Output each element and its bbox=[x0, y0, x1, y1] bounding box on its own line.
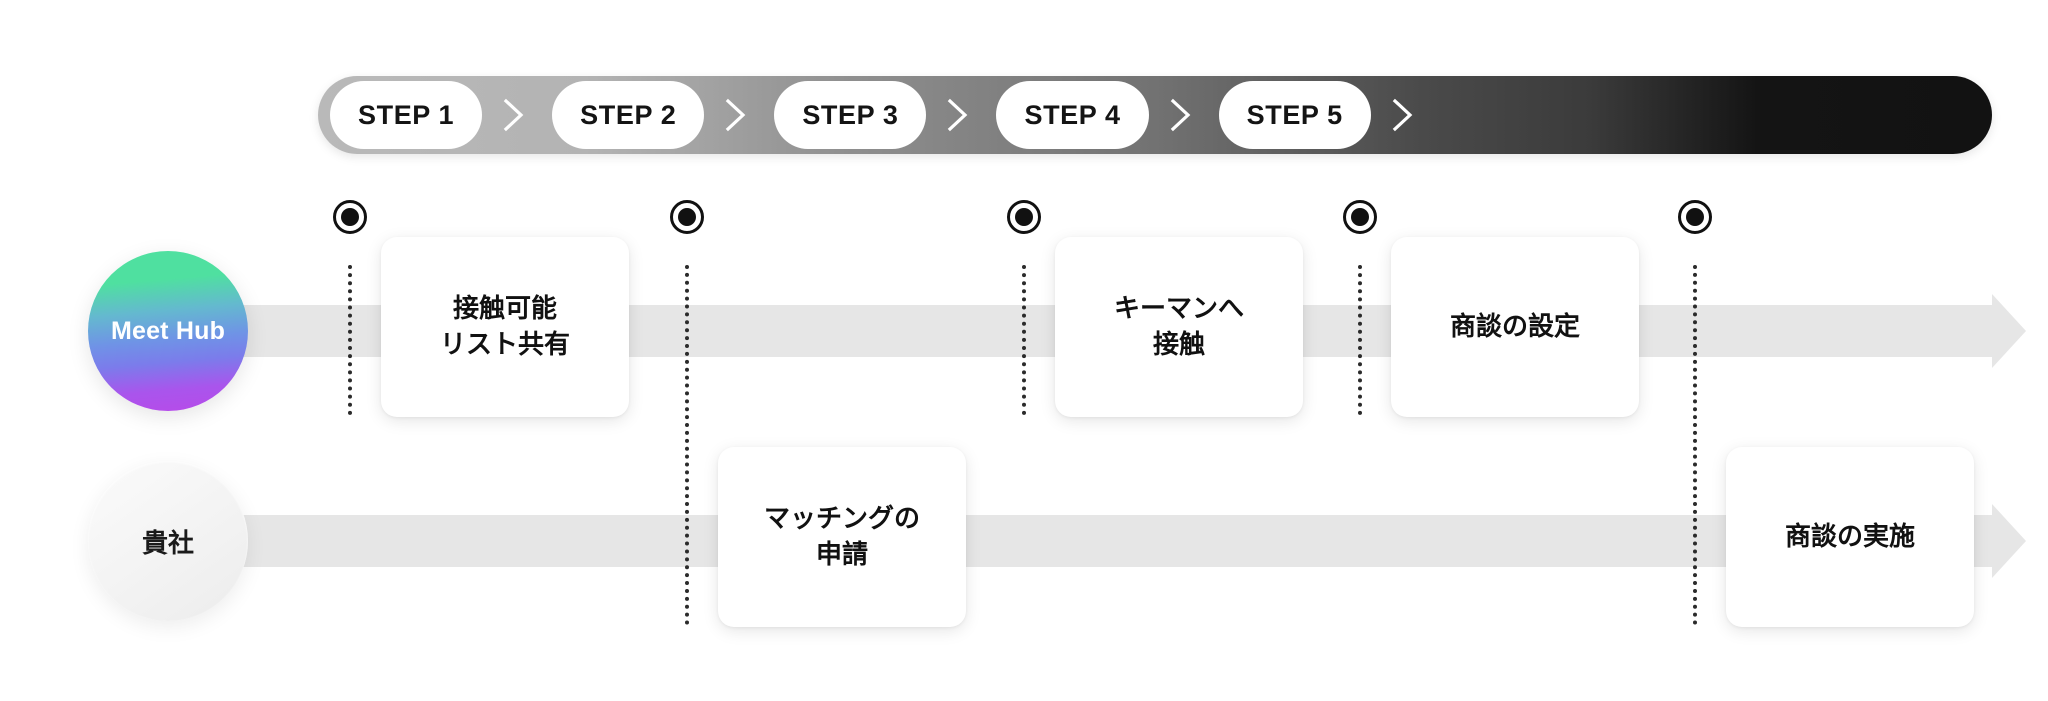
step-label-5: STEP 5 bbox=[1246, 99, 1343, 130]
card-text: 接触可能 リスト共有 bbox=[439, 293, 570, 359]
connector-line-step-2 bbox=[685, 265, 689, 625]
role-badge-meet-hub: Meet Hub bbox=[88, 251, 248, 411]
step-marker-2 bbox=[670, 200, 704, 234]
step-pill-2[interactable]: STEP 2 bbox=[558, 87, 699, 143]
role-badge-client: 貴社 bbox=[88, 461, 248, 621]
step-pill-3[interactable]: STEP 3 bbox=[780, 87, 921, 143]
step-pill-1[interactable]: STEP 1 bbox=[336, 87, 477, 143]
step-pill-wrap-2[interactable]: STEP 2 bbox=[552, 81, 705, 149]
step-label-4: STEP 4 bbox=[1024, 99, 1121, 130]
step-marker-3 bbox=[1007, 200, 1041, 234]
card-text: マッチングの 申請 bbox=[763, 503, 920, 569]
step-pill-wrap-3[interactable]: STEP 3 bbox=[774, 81, 927, 149]
chevron-right-icon bbox=[482, 98, 546, 132]
card-text: キーマンへ 接触 bbox=[1113, 293, 1244, 359]
role-label-client: 貴社 bbox=[141, 527, 194, 558]
step-label-2: STEP 2 bbox=[580, 99, 677, 130]
step-label-3: STEP 3 bbox=[802, 99, 899, 130]
card-meet-hub-step-4[interactable]: 商談の設定 bbox=[1391, 237, 1639, 417]
lane-arrow-meet-hub bbox=[1992, 294, 2026, 368]
card-text: 商談の実施 bbox=[1784, 521, 1915, 552]
connector-line-step-5 bbox=[1693, 265, 1697, 625]
step-pill-wrap-5[interactable]: STEP 5 bbox=[1218, 81, 1371, 149]
step-marker-5 bbox=[1678, 200, 1712, 234]
connector-line-step-4 bbox=[1358, 265, 1362, 415]
step-marker-4 bbox=[1343, 200, 1377, 234]
card-client-step-2[interactable]: マッチングの 申請 bbox=[718, 447, 966, 627]
step-progress-bar: STEP 1 STEP 2 STEP 3 STEP 4 STEP 5 bbox=[318, 76, 1992, 154]
lane-arrow-client bbox=[1992, 504, 2026, 578]
card-meet-hub-step-3[interactable]: キーマンへ 接触 bbox=[1055, 237, 1303, 417]
step-marker-1 bbox=[333, 200, 367, 234]
connector-line-step-3 bbox=[1022, 265, 1026, 415]
step-pill-wrap-1[interactable]: STEP 1 bbox=[330, 81, 483, 149]
chevron-right-icon bbox=[1371, 98, 1435, 132]
step-pill-4[interactable]: STEP 4 bbox=[1002, 87, 1143, 143]
step-pill-5[interactable]: STEP 5 bbox=[1224, 87, 1365, 143]
lane-track-client bbox=[180, 515, 1992, 567]
card-text: 商談の設定 bbox=[1449, 311, 1580, 342]
connector-line-step-1 bbox=[348, 265, 352, 415]
step-label-1: STEP 1 bbox=[358, 99, 455, 130]
card-meet-hub-step-1[interactable]: 接触可能 リスト共有 bbox=[381, 237, 629, 417]
chevron-right-icon bbox=[704, 98, 768, 132]
step-pill-wrap-4[interactable]: STEP 4 bbox=[996, 81, 1149, 149]
chevron-right-icon bbox=[1149, 98, 1213, 132]
card-client-step-5[interactable]: 商談の実施 bbox=[1726, 447, 1974, 627]
chevron-right-icon bbox=[926, 98, 990, 132]
role-label-meet-hub: Meet Hub bbox=[110, 316, 226, 345]
